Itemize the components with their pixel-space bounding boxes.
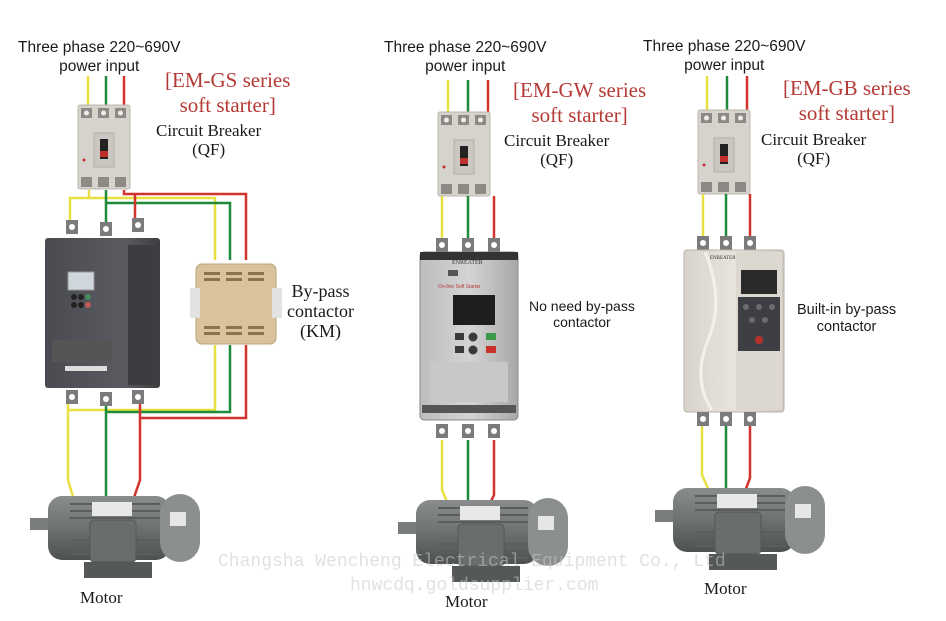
note-line2: contactor [553, 314, 611, 330]
power-input-label: Three phase 220~690V power input [643, 37, 805, 75]
motor-label: Motor [80, 588, 123, 607]
em-gs-soft-starter [45, 218, 160, 406]
panel-em-gb [654, 76, 826, 571]
em-gb-soft-starter [683, 236, 785, 426]
series-title-line1: [EM-GW series [513, 78, 647, 102]
note-line1: No need by-pass [529, 298, 635, 314]
panel-em-gs [29, 76, 282, 579]
bypass-contactor-km [190, 263, 282, 345]
note-line2: contactor [287, 301, 354, 321]
motor-label: Motor [445, 592, 488, 611]
motor-label: Motor [704, 579, 747, 598]
circuit-breaker-label: Circuit Breaker (QF) [504, 131, 609, 169]
watermark-company: Changsha Wencheng Electrical Equipment C… [218, 552, 726, 572]
note-line2: contactor [816, 319, 877, 335]
bypass-contactor-label: By-pass contactor (KM) [287, 281, 354, 341]
series-title-line2: soft starter] [531, 103, 628, 127]
series-title-line2: soft starter] [179, 93, 276, 117]
breaker-line1: Circuit Breaker [504, 131, 610, 150]
power-input-line2: power input [425, 58, 506, 75]
circuit-breaker [437, 111, 491, 197]
power-input-line2: power input [59, 58, 140, 75]
input-wires [446, 80, 490, 115]
watermark-website: hnwcdq.goldsupplier.com [350, 576, 599, 596]
circuit-breaker-label: Circuit Breaker (QF) [156, 121, 261, 159]
breaker-line1: Circuit Breaker [156, 121, 262, 140]
series-title: [EM-GS series soft starter] [165, 68, 290, 118]
series-title-line2: soft starter] [798, 101, 895, 125]
built-in-bypass-note: Built-in by-pass contactor [797, 302, 896, 336]
power-input-line1: Three phase 220~690V [384, 39, 547, 56]
breaker-line1: Circuit Breaker [761, 130, 867, 149]
series-title: [EM-GB series soft starter] [783, 76, 911, 126]
motor [29, 493, 201, 579]
breaker-line2: (QF) [797, 149, 831, 168]
power-input-label: Three phase 220~690V power input [384, 38, 546, 76]
note-line1: By-pass [291, 281, 350, 301]
breaker-line2: (QF) [192, 140, 226, 159]
gb-brand-label: ENREATER [710, 256, 736, 261]
power-input-label: Three phase 220~690V power input [18, 38, 180, 76]
series-title-line1: [EM-GB series [783, 76, 911, 100]
em-gw-soft-starter [419, 238, 519, 438]
note-line1: Built-in by-pass [797, 302, 897, 318]
circuit-breaker-label: Circuit Breaker (QF) [761, 130, 866, 168]
input-wires [86, 76, 126, 110]
input-wires [705, 76, 749, 112]
series-title-line1: [EM-GS series [165, 68, 291, 92]
circuit-breaker [697, 109, 751, 195]
panel-em-gw [397, 80, 569, 583]
note-line3: (KM) [299, 321, 341, 341]
breaker-line2: (QF) [540, 150, 574, 169]
power-input-line2: power input [684, 57, 765, 74]
gw-panel-title: On-line Soft Starter [438, 284, 481, 290]
gw-brand-label: ENREATER [452, 260, 483, 266]
series-title: [EM-GW series soft starter] [513, 78, 646, 128]
no-bypass-note: No need by-pass contactor [529, 298, 635, 330]
power-input-line1: Three phase 220~690V [18, 39, 181, 56]
circuit-breaker [77, 104, 131, 190]
power-input-line1: Three phase 220~690V [643, 38, 806, 55]
